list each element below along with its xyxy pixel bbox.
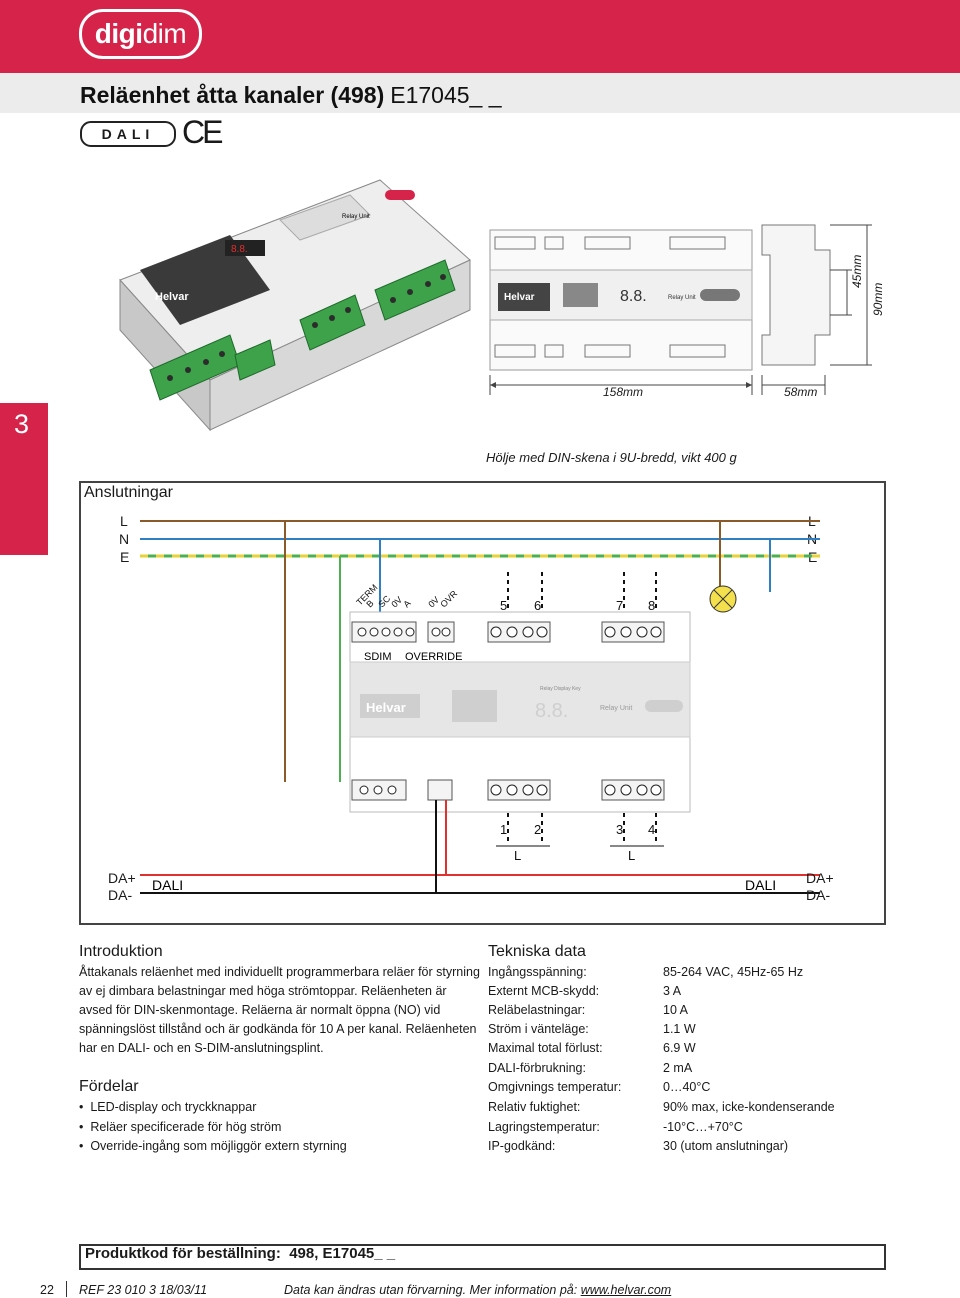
title-bar <box>0 73 960 113</box>
device-brand: Helvar <box>155 291 189 303</box>
intro-line: avsed för DIN-skenmontage. Reläerna är n… <box>79 1003 441 1017</box>
live-label-1: L <box>514 848 521 863</box>
tech-label: Relativ fuktighet: <box>488 1100 581 1114</box>
da-right-minus: DA- <box>806 887 831 903</box>
dali-left-label: DALI <box>152 877 183 893</box>
footer-divider <box>66 1281 67 1297</box>
tech-value: 10 A <box>663 1003 689 1017</box>
intro-line: har en DALI- och en S-DIM-anslutningspli… <box>79 1041 324 1055</box>
front-brand: Helvar <box>504 292 535 303</box>
svg-text:8.8.: 8.8. <box>620 288 647 305</box>
tech-value: 6.9 W <box>663 1041 696 1055</box>
diagram-device-brand: Helvar <box>366 700 406 715</box>
tech-value: 90% max, icke-kondenserande <box>663 1100 835 1114</box>
tech-value: 2 mA <box>663 1061 693 1075</box>
tech-label: Ingångsspänning: <box>488 965 587 979</box>
dim-height-a: 45mm <box>850 254 864 288</box>
pin-ovr: OVR <box>438 588 459 609</box>
front-view-drawing: Helvar 8.8. Relay Unit <box>489 224 872 395</box>
tech-label: Ström i vänteläge: <box>488 1022 589 1036</box>
connection-diagram-frame <box>79 481 886 925</box>
tech-label: Lagringstemperatur: <box>488 1120 600 1134</box>
section-tab <box>0 403 48 555</box>
order-box <box>79 1244 886 1270</box>
image-caption: Hölje med DIN-skena i 9U-bredd, vikt 400… <box>486 450 737 465</box>
pin-b: B <box>364 598 375 609</box>
advantages-heading: Fördelar <box>79 1078 139 1095</box>
page-number: 22 <box>40 1283 54 1297</box>
device-unit: Relay Unit <box>342 214 370 220</box>
da-right-plus: DA+ <box>806 870 834 886</box>
tech-label: Maximal total förlust: <box>488 1041 603 1055</box>
footer-note: Data kan ändras utan förvarning. Mer inf… <box>284 1283 672 1297</box>
diagram-display-key: Relay Display Key <box>540 686 581 692</box>
channel-3: 3 <box>616 822 623 837</box>
page-title: Reläenhet åtta kanaler (498)E17045_ _ <box>80 82 502 108</box>
mains-left-e: E <box>120 549 130 565</box>
live-label-2: L <box>628 848 635 863</box>
mains-left-n: N <box>119 531 130 547</box>
mains-left-l: L <box>120 513 128 529</box>
sdim-label: SDIM <box>364 651 392 663</box>
dali-logo: DALI <box>80 121 176 147</box>
footer-link[interactable]: www.helvar.com <box>580 1283 672 1297</box>
tech-label: IP-godkänd: <box>488 1139 556 1153</box>
intro-line: av ej dimbara belastningar med höga strö… <box>79 984 447 998</box>
dali-right-label: DALI <box>745 877 776 893</box>
product-image: Helvar 8.8. Relay Unit <box>119 179 471 432</box>
svg-text:8.8.: 8.8. <box>535 700 568 722</box>
override-label: OVERRIDE <box>405 651 462 663</box>
channel-8: 8 <box>648 598 655 613</box>
channel-5: 5 <box>500 598 507 613</box>
channel-6: 6 <box>534 598 541 613</box>
tech-value: -10°C…+70°C <box>663 1120 743 1134</box>
tech-label: Omgivnings temperatur: <box>488 1080 622 1094</box>
tech-value: 30 (utom anslutningar) <box>663 1139 789 1153</box>
diagram-device-unit: Relay Unit <box>600 705 632 712</box>
channel-4: 4 <box>648 822 655 837</box>
tech-value: 3 A <box>663 984 682 998</box>
tech-heading: Tekniska data <box>488 943 586 960</box>
header-bar <box>0 0 960 73</box>
svg-text:8.8.: 8.8. <box>231 244 248 255</box>
dim-height-b: 90mm <box>871 282 885 316</box>
da-left-minus: DA- <box>108 887 133 903</box>
wiring-diagram: Helvar Relay Display Key 8.8. Relay Unit… <box>140 520 820 894</box>
order-code: Produktkod för beställning: 498, E17045_… <box>85 1245 396 1262</box>
tech-value: 0…40°C <box>663 1080 711 1094</box>
tech-label: Externt MCB-skydd: <box>488 984 600 998</box>
channel-1: 1 <box>500 822 507 837</box>
section-number: 3 <box>14 409 30 439</box>
intro-line: Åttakanals reläenhet med individuellt pr… <box>79 965 480 979</box>
pin-a: A <box>401 598 412 609</box>
ce-mark: CE <box>182 114 223 150</box>
channel-2: 2 <box>534 822 541 837</box>
intro-heading: Introduktion <box>79 943 163 960</box>
brand-logo: digidim <box>79 9 202 59</box>
advantage-item: • Override-ingång som möjliggör extern s… <box>79 1139 347 1153</box>
footer-ref: REF 23 010 3 18/03/11 <box>79 1283 208 1297</box>
channel-7: 7 <box>616 598 623 613</box>
tech-value: 1.1 W <box>663 1022 696 1036</box>
diagram-title: Anslutningar <box>84 484 173 501</box>
tech-label: DALI-förbrukning: <box>488 1061 586 1075</box>
intro-line: spänningslöst tillstånd och är godkända … <box>79 1022 477 1036</box>
advantage-item: • Reläer specificerade för hög ström <box>79 1120 282 1134</box>
tech-label: Reläbelastningar: <box>488 1003 586 1017</box>
front-unit: Relay Unit <box>668 295 696 301</box>
advantage-item: • LED-display och tryckknappar <box>79 1100 257 1114</box>
tech-value: 85-264 VAC, 45Hz-65 Hz <box>663 965 804 979</box>
da-left-plus: DA+ <box>108 870 136 886</box>
dim-depth: 58mm <box>784 385 818 399</box>
dim-width: 158mm <box>603 385 644 399</box>
